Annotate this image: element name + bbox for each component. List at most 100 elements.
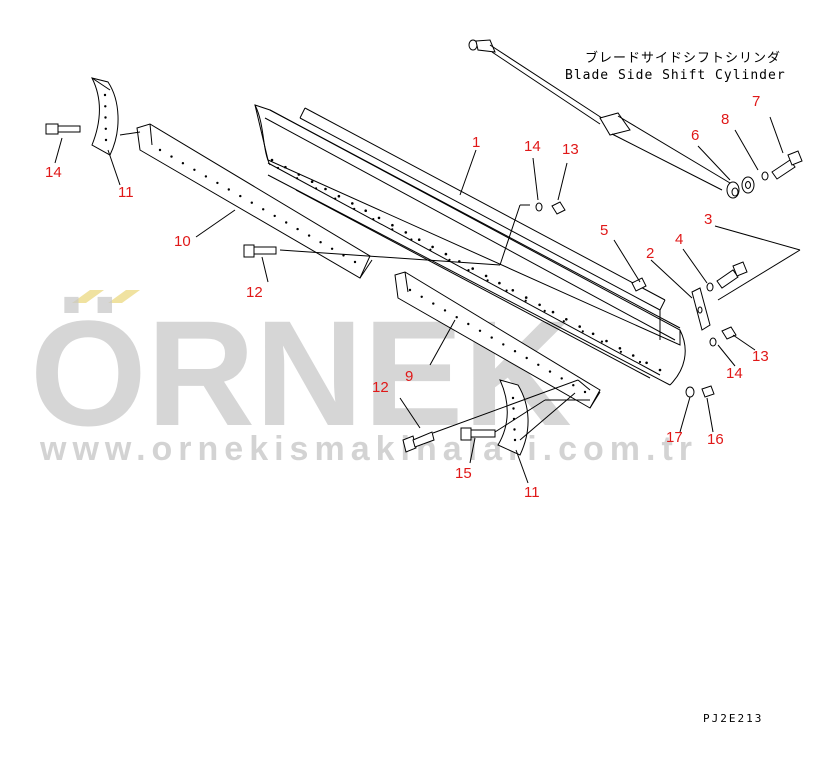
bolt-hole xyxy=(560,377,563,380)
cutting-edge-right xyxy=(394,271,601,409)
bolt-hole xyxy=(310,180,314,183)
bolt-hole xyxy=(631,354,635,357)
callout-12-upper: 12 xyxy=(246,284,263,301)
bolt-15 xyxy=(460,427,496,441)
bolt-hole xyxy=(285,221,288,224)
right-hardware xyxy=(685,326,737,398)
callout-1: 1 xyxy=(472,134,480,151)
callout-14-left: 14 xyxy=(45,164,62,181)
callout-15: 15 xyxy=(455,465,472,482)
bolt-hole xyxy=(270,158,274,162)
bolt-hole xyxy=(478,329,482,332)
bolt-hole xyxy=(377,216,381,220)
bolt-hole xyxy=(296,177,299,180)
end-bit-left-holes xyxy=(103,93,108,142)
watermark-url: www.ornekismakinalari.com.tr xyxy=(39,430,698,468)
watermark-accent-left xyxy=(72,290,104,303)
bolt-hole xyxy=(524,296,528,299)
bolt-hole xyxy=(103,93,107,97)
bolt-hole xyxy=(605,339,608,343)
bolt-hole xyxy=(512,407,515,410)
bolt-hole xyxy=(391,223,394,227)
bolt-hole xyxy=(537,363,540,366)
bolt-hole xyxy=(404,231,408,234)
bolt-hole xyxy=(181,162,185,165)
bolt-hole xyxy=(170,155,173,158)
bolt-hole xyxy=(619,350,623,353)
bolt-hole xyxy=(600,340,604,343)
bolt-hole xyxy=(513,350,517,353)
drawing-code: PJ2E213 xyxy=(703,712,763,725)
top-hardware xyxy=(535,201,566,215)
bolt-hole xyxy=(431,245,434,249)
bolt-hole xyxy=(548,370,552,373)
bolt-hole xyxy=(471,267,475,270)
bolt-hole xyxy=(645,361,648,365)
moldboard xyxy=(254,104,686,386)
watermark-brand: ÖRNEK xyxy=(30,289,572,457)
bolt-hole xyxy=(324,187,327,191)
bolt-left xyxy=(45,123,81,135)
callout-17: 17 xyxy=(666,429,683,446)
bolt-hole xyxy=(391,228,394,231)
callout-13-right: 13 xyxy=(752,348,769,365)
bolt-hole xyxy=(565,318,568,321)
bolt-hole xyxy=(410,238,413,241)
callout-14-top: 14 xyxy=(524,138,541,155)
bolt-hole xyxy=(581,330,584,333)
bolt-hole xyxy=(250,201,253,204)
bolt-hole xyxy=(486,279,489,282)
bolt-hole xyxy=(513,428,516,431)
callout-11-left: 11 xyxy=(118,184,134,201)
bolt-hole xyxy=(572,384,575,387)
bolt-hole xyxy=(455,316,458,319)
bolt-hole xyxy=(216,181,219,185)
callout-12-lower: 12 xyxy=(372,379,389,396)
bolt-hole xyxy=(351,202,354,205)
title-japanese: ブレードサイドシフトシリンダ xyxy=(585,50,781,66)
bolt-hole xyxy=(498,281,501,285)
bolt-hole xyxy=(513,438,517,442)
title-english: Blade Side Shift Cylinder xyxy=(565,68,786,83)
bolt-hole xyxy=(658,368,662,372)
bolt-hole xyxy=(104,105,107,108)
bolt-hole xyxy=(204,175,208,178)
callout-13-top: 13 xyxy=(562,141,579,158)
cylinder-hardware xyxy=(741,150,803,194)
callout-16: 16 xyxy=(707,431,724,448)
bolt-hole xyxy=(524,299,527,302)
bolt-hole xyxy=(444,252,448,256)
callout-7: 7 xyxy=(752,93,760,110)
callout-8: 8 xyxy=(721,111,729,128)
bracket xyxy=(691,287,711,331)
bolt-hole xyxy=(511,289,515,292)
bolt-hole xyxy=(273,214,276,218)
bolt-hole xyxy=(296,227,299,231)
bolt-hole xyxy=(193,168,196,171)
bolt-hole xyxy=(618,347,622,350)
end-bit-right-holes xyxy=(511,396,517,442)
bolt-hole xyxy=(502,343,505,346)
cutting-edge-left-holes xyxy=(158,148,357,264)
bolt-hole xyxy=(562,320,565,323)
bolt-hole xyxy=(319,241,322,244)
end-bit-right xyxy=(497,379,529,456)
cutting-edge-left xyxy=(136,123,373,279)
bolt-lower xyxy=(402,431,435,453)
callout-3: 3 xyxy=(704,211,712,228)
bolt-hole xyxy=(505,289,508,292)
bolt-hole xyxy=(448,258,451,261)
callout-2: 2 xyxy=(646,245,654,262)
bolt-upper xyxy=(243,244,277,258)
bolt-hole xyxy=(484,274,488,278)
bolt-hole xyxy=(372,218,375,221)
bolt-hole xyxy=(443,309,447,312)
callouts: 1 2 3 4 5 6 7 8 9 10 11 11 12 12 13 13 1… xyxy=(45,93,769,501)
cutting-edge-right-holes xyxy=(408,288,587,394)
watermark: ÖRNEK www.ornekismakinalari.com.tr xyxy=(30,289,698,468)
bolt-hole xyxy=(543,309,546,312)
bolt-hole xyxy=(315,187,318,190)
bolt-hole xyxy=(578,325,581,328)
